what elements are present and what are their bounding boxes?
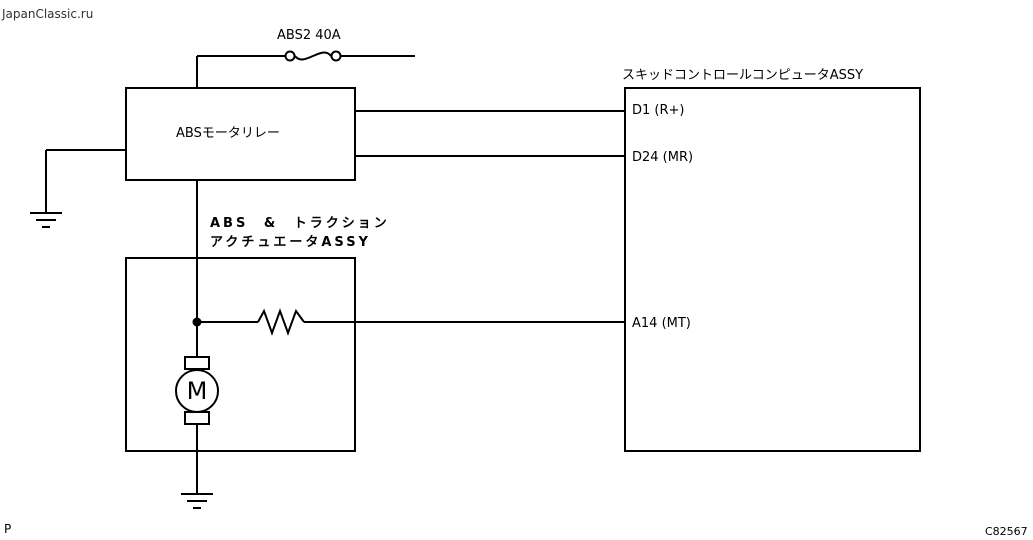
- relay-label: ABSモータリレー: [176, 126, 280, 141]
- computer-box: [624, 87, 921, 452]
- pin-d24-label: D24 (MR): [632, 150, 694, 165]
- figure-id: C82567: [985, 525, 1028, 538]
- pin-d1-label: D1 (R+): [632, 103, 685, 118]
- motor-brush-bottom: [184, 411, 210, 425]
- actuator-title-line1: ABS & トラクション: [210, 216, 390, 231]
- fuse-element: [294, 51, 332, 61]
- resistor-zigzag: [257, 308, 305, 336]
- footer-left-code: P: [4, 522, 12, 536]
- motor-brush-top: [184, 356, 210, 370]
- fuse-terminal-right: [330, 50, 342, 62]
- junction-dot: [192, 317, 202, 327]
- fuse-terminal-left: [284, 50, 296, 62]
- motor-symbol: M: [186, 377, 208, 405]
- actuator-title-line2: アクチュエータASSY: [210, 235, 371, 250]
- actuator-box: [125, 257, 356, 452]
- relay-box: [125, 87, 356, 181]
- watermark: JapanClassic.ru: [2, 7, 94, 21]
- pin-a14-label: A14 (MT): [632, 316, 691, 331]
- computer-title: スキッドコントロールコンピュータASSY: [622, 68, 864, 83]
- fuse-label: ABS2 40A: [277, 28, 341, 43]
